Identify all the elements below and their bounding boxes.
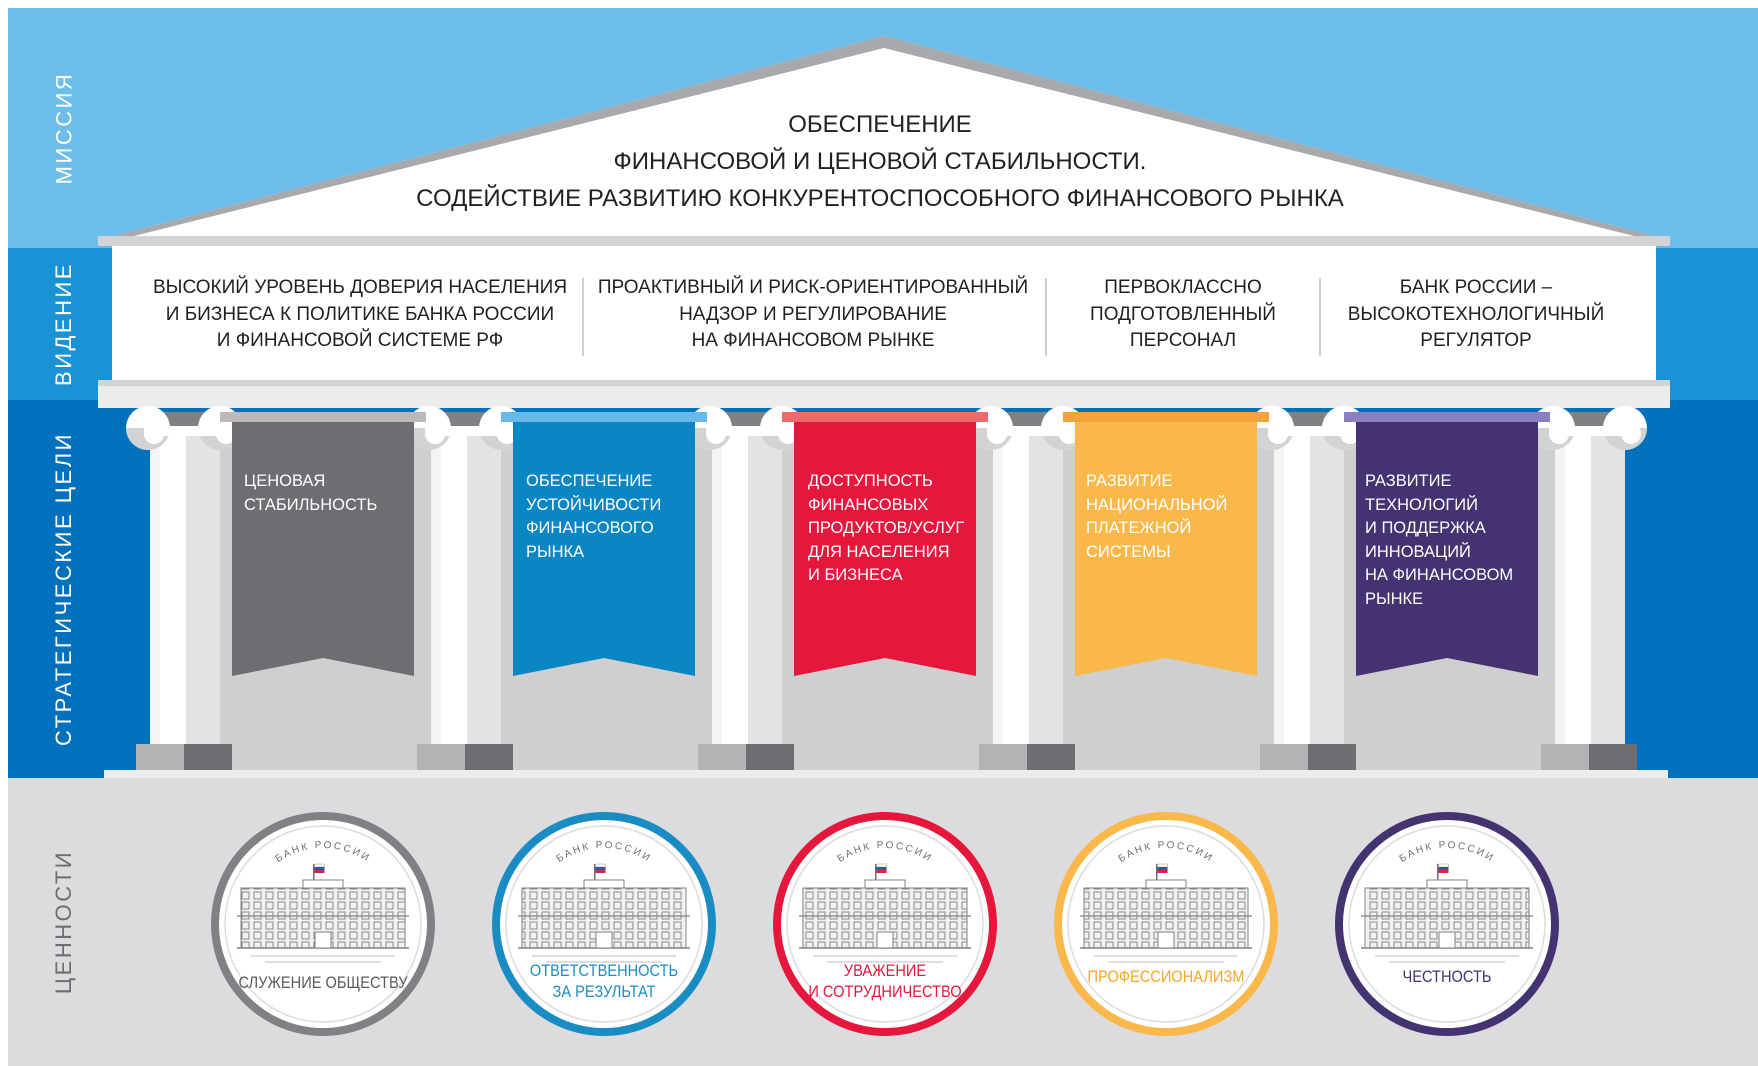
vision-item-supervision: ПРОАКТИВНЫЙ И РИСК-ОРИЕНТИРОВАННЫЙ НАДЗО…	[597, 277, 1029, 352]
goal-banner	[782, 412, 988, 676]
roof-pediment	[98, 36, 1670, 240]
goal-financial-stability: ОБЕСПЕЧЕНИЕ УСТОЙЧИВОСТИ ФИНАНСОВОГО РЫН…	[526, 472, 662, 561]
column	[1531, 406, 1647, 770]
goal-banner	[501, 412, 707, 676]
goal-payment-system: РАЗВИТИЕ НАЦИОНАЛЬНОЙ ПЛАТЕЖНОЙ СИСТЕМЫ	[1086, 472, 1228, 561]
goal-banners	[220, 412, 1550, 676]
column	[969, 406, 1085, 770]
bank-building-icon	[518, 863, 690, 963]
goal-accessibility: ДОСТУПНОСТЬ ФИНАНСОВЫХ ПРОДУКТОВ/УСЛУГ Д…	[808, 472, 965, 584]
value-seal: БАНК РОССИИ	[492, 812, 716, 1036]
floor-step	[104, 770, 1668, 778]
vision-item-regulator: БАНК РОССИИ – ВЫСОКОТЕХНОЛОГИЧНЫЙ РЕГУЛЯ…	[1347, 277, 1605, 352]
goal-price-stability: ЦЕНОВАЯ СТАБИЛЬНОСТЬ	[244, 472, 378, 514]
bank-building-icon	[237, 863, 409, 963]
goal-banner	[1063, 412, 1269, 676]
value-seals: БАНК РОССИИ БАНК РОССИИ БАНК РОССИИ БАНК РО…	[211, 812, 1559, 1036]
value-respect: УВАЖЕНИЕ И СОТРУДНИЧЕСТВО	[808, 961, 962, 1001]
value-seal: БАНК РОССИИ	[211, 812, 435, 1036]
goal-banner	[1344, 412, 1550, 676]
value-honesty: ЧЕСТНОСТЬ	[1402, 967, 1492, 986]
column	[407, 406, 523, 770]
value-responsibility: ОТВЕТСТВЕННОСТЬ ЗА РЕЗУЛЬТАТ	[529, 961, 679, 1001]
bank-building-icon	[1361, 863, 1533, 963]
mission-line-2: ФИНАНСОВОЙ И ЦЕНОВОЙ СТАБИЛЬНОСТИ.	[613, 148, 1147, 175]
vision-item-trust: ВЫСОКИЙ УРОВЕНЬ ДОВЕРИЯ НАСЕЛЕНИЯ И БИЗН…	[152, 277, 568, 352]
cornice	[98, 236, 1670, 246]
column	[688, 406, 804, 770]
value-service: СЛУЖЕНИЕ ОБЩЕСТВУ	[238, 973, 408, 992]
mission-line-3: СОДЕЙСТВИЕ РАЗВИТИЮ КОНКУРЕНТОСПОСОБНОГО…	[416, 185, 1344, 212]
value-seal: БАНК РОССИИ	[1054, 812, 1278, 1036]
goal-banner	[220, 412, 426, 676]
column	[126, 406, 242, 770]
mission-line-1: ОБЕСПЕЧЕНИЕ	[788, 111, 972, 138]
goal-technology: РАЗВИТИЕ ТЕХНОЛОГИЙ И ПОДДЕРЖКА ИННОВАЦИ…	[1365, 472, 1514, 608]
value-professionalism: ПРОФЕССИОНАЛИЗМ	[1087, 967, 1245, 986]
value-seal: БАНК РОССИИ	[773, 812, 997, 1036]
mission-text: ОБЕСПЕЧЕНИЕ ФИНАНСОВОЙ И ЦЕНОВОЙ СТАБИЛЬ…	[400, 106, 1360, 217]
entablature	[112, 246, 1656, 382]
columns	[126, 406, 1647, 770]
value-seal: БАНК РОССИИ	[1335, 812, 1559, 1036]
bank-building-icon	[1080, 863, 1252, 963]
vision-item-personnel: ПЕРВОКЛАССНО ПОДГОТОВЛЕННЫЙ ПЕРСОНАЛ	[1090, 277, 1276, 352]
bank-building-icon	[799, 863, 971, 963]
